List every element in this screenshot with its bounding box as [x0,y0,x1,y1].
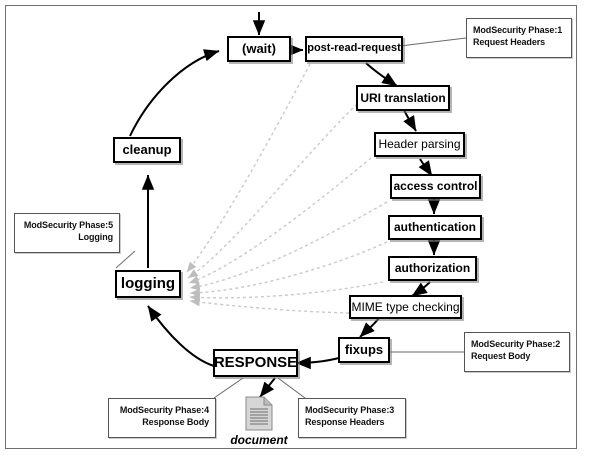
node-authentication[interactable]: authentication [388,215,482,240]
node-header-parsing[interactable]: Header parsing [374,132,465,157]
node-header-parsing-label: Header parsing [378,137,461,152]
node-cleanup-label: cleanup [122,142,172,158]
note-phase-5: ModSecurity Phase:5 Logging [14,213,120,253]
note-phase-5-line2: Logging [78,232,113,243]
note-phase-2-line1: ModSecurity Phase:2 [471,339,561,349]
note-phase-4-line1: ModSecurity Phase:4 [119,405,209,415]
node-logging[interactable]: logging [115,270,181,298]
node-mime-type-checking-label: MIME type checking [351,299,460,314]
document-icon [245,396,273,431]
node-post-read-request-label: post-read-request [307,42,401,55]
document-caption: document [230,433,288,447]
node-authorization-label: authorization [394,261,471,276]
note-phase-4-line2: Response Body [142,417,209,428]
document-output: document [228,396,290,447]
node-mime-type-checking[interactable]: MIME type checking [349,295,462,319]
node-access-control[interactable]: access control [390,174,481,199]
node-uri-translation-label: URI translation [360,90,446,105]
node-authorization[interactable]: authorization [388,256,477,281]
note-phase-3-line1: ModSecurity Phase:3 [305,405,395,415]
node-uri-translation[interactable]: URI translation [356,85,450,111]
note-phase-4: ModSecurity Phase:4 Response Body [108,398,216,438]
note-phase-1: ModSecurity Phase:1 Request Headers [466,18,572,58]
note-phase-3: ModSecurity Phase:3 Response Headers [298,398,406,438]
node-wait[interactable]: (wait) [227,36,291,62]
node-logging-label: logging [120,275,176,293]
note-phase-2: ModSecurity Phase:2 Request Body [464,332,570,372]
node-fixups-label: fixups [344,342,384,358]
note-leader-lines [115,37,467,399]
node-access-control-label: access control [393,179,478,194]
logging-dashed-arrows [186,63,388,314]
node-cleanup[interactable]: cleanup [113,137,181,163]
note-phase-1-line1: ModSecurity Phase:1 [473,25,563,35]
node-wait-label: (wait) [242,41,276,57]
node-fixups[interactable]: fixups [338,337,390,363]
note-phase-2-line2: Request Body [471,351,531,362]
note-phase-1-line2: Request Headers [473,37,546,48]
note-phase-3-line2: Response Headers [305,417,385,428]
node-response[interactable]: RESPONSE [213,349,298,377]
node-authentication-label: authentication [393,220,476,235]
node-response-label: RESPONSE [213,354,298,372]
note-phase-5-line1: ModSecurity Phase:5 [23,220,113,230]
node-post-read-request[interactable]: post-read-request [305,36,403,62]
